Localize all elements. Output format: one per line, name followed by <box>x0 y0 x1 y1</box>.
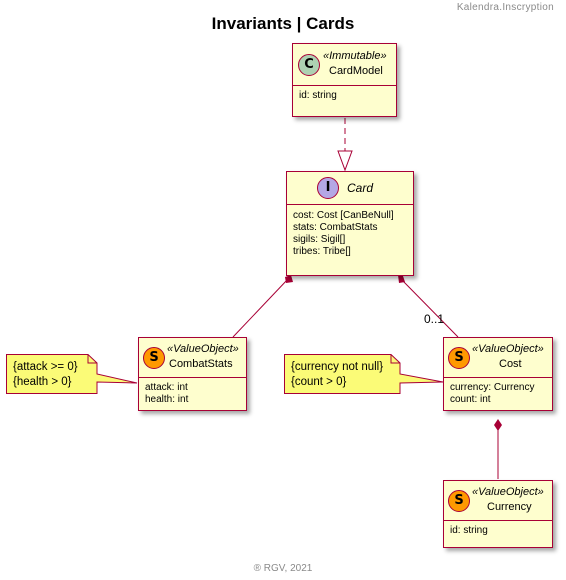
class-name: Cost <box>499 358 522 370</box>
note-shape <box>284 354 444 394</box>
composition-edge-combatstats <box>232 278 289 338</box>
composition-diamond-combatstats <box>285 275 293 283</box>
note-cost[interactable]: {currency not null} {count > 0} <box>284 354 444 398</box>
class-field: stats: CombatStats <box>293 222 378 233</box>
class-stereotype: «ValueObject» <box>472 343 544 355</box>
note-line: {currency not null} <box>291 361 384 373</box>
class-spot-icon: S <box>143 347 165 369</box>
header-label: Kalendra.Inscryption <box>456 2 554 13</box>
multiplicity-label: 0..1 <box>424 312 445 326</box>
class-stereotype: «ValueObject» <box>472 486 544 498</box>
note-line: {attack >= 0} <box>13 361 78 373</box>
class-field: tribes: Tribe[] <box>293 246 351 257</box>
class-name: CombatStats <box>169 358 233 370</box>
interface-name: Card <box>347 181 374 195</box>
composition-diamond-currency <box>494 419 502 431</box>
realization-arrowhead <box>337 150 353 172</box>
class-stereotype: «Immutable» <box>323 50 387 62</box>
composition-edge-cost <box>400 278 459 338</box>
composition-diamond-cost <box>398 275 405 283</box>
class-name: Currency <box>487 501 532 513</box>
class-currency[interactable]: S «ValueObject» Currency id: string <box>443 480 553 548</box>
class-field: currency: Currency <box>450 382 535 393</box>
class-spot-icon: S <box>448 490 470 512</box>
note-shape <box>6 354 138 394</box>
footer-label: ® RGV, 2021 <box>253 563 313 574</box>
class-spot-icon: S <box>448 347 470 369</box>
note-line: {count > 0} <box>291 376 347 388</box>
class-field: sigils: Sigil[] <box>293 234 346 245</box>
class-spot-icon: C <box>298 54 320 76</box>
interface-spot-icon: I <box>317 177 339 199</box>
class-stereotype: «ValueObject» <box>167 343 239 355</box>
class-field: id: string <box>299 90 337 101</box>
class-field: cost: Cost [CanBeNull] <box>293 210 394 221</box>
class-field: attack: int <box>145 382 188 393</box>
note-line: {health > 0} <box>13 376 72 388</box>
class-field: id: string <box>450 525 488 536</box>
class-cost[interactable]: S «ValueObject» Cost currency: Currency … <box>443 337 553 411</box>
class-combatstats[interactable]: S «ValueObject» CombatStats attack: int … <box>138 337 247 411</box>
class-cardmodel[interactable]: C «Immutable» CardModel id: string <box>292 43 397 117</box>
class-field: count: int <box>450 394 491 405</box>
diagram-title: Invariants | Cards <box>211 14 355 33</box>
note-combatstats[interactable]: {attack >= 0} {health > 0} <box>6 354 138 398</box>
class-name: CardModel <box>329 65 383 77</box>
class-field: health: int <box>145 394 189 405</box>
class-card[interactable]: I Card cost: Cost [CanBeNull] stats: Com… <box>286 171 414 276</box>
